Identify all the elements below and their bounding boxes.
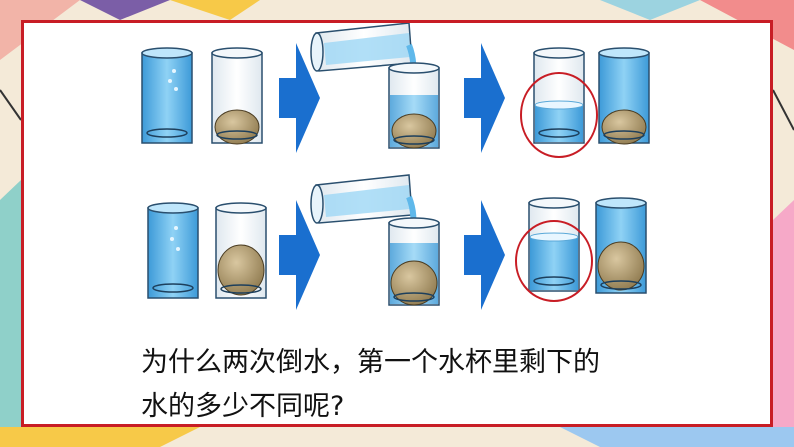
egg-icon	[597, 241, 645, 291]
question-line-1: 为什么两次倒水，第一个水杯里剩下的	[141, 347, 600, 378]
remaining-water-glass-row1	[533, 47, 585, 144]
egg-glass-row1	[211, 47, 263, 145]
step-arrow-3	[279, 200, 320, 310]
experiment-illustration	[141, 23, 650, 310]
highlight-circle-row2	[515, 220, 593, 302]
full-egg-glass-row1	[598, 47, 650, 145]
question-line-2: 水的多少不同呢?	[141, 391, 345, 422]
pouring-glass-row2	[310, 174, 417, 236]
egg-glass-row2	[215, 202, 267, 299]
egg-icon	[214, 109, 260, 145]
egg-icon	[390, 260, 438, 306]
full-water-glass-row2	[147, 202, 199, 299]
receiving-glass-row2	[388, 217, 440, 306]
full-water-glass-row1	[141, 47, 193, 144]
pouring-glass-row1	[310, 23, 417, 86]
egg-icon	[601, 109, 647, 145]
highlight-circle-row1	[520, 72, 598, 158]
step-arrow-1	[279, 43, 320, 153]
full-egg-glass-row2	[595, 197, 647, 294]
egg-icon	[391, 113, 437, 149]
receiving-glass-row1	[388, 62, 440, 149]
remaining-water-glass-row2	[528, 197, 580, 292]
question-text: 为什么两次倒水，第一个水杯里剩下的 水的多少不同呢?	[141, 341, 721, 429]
egg-icon	[217, 244, 265, 296]
step-arrow-4	[464, 200, 505, 310]
content-card: 为什么两次倒水，第一个水杯里剩下的 水的多少不同呢?	[21, 20, 773, 427]
step-arrow-2	[464, 43, 505, 153]
